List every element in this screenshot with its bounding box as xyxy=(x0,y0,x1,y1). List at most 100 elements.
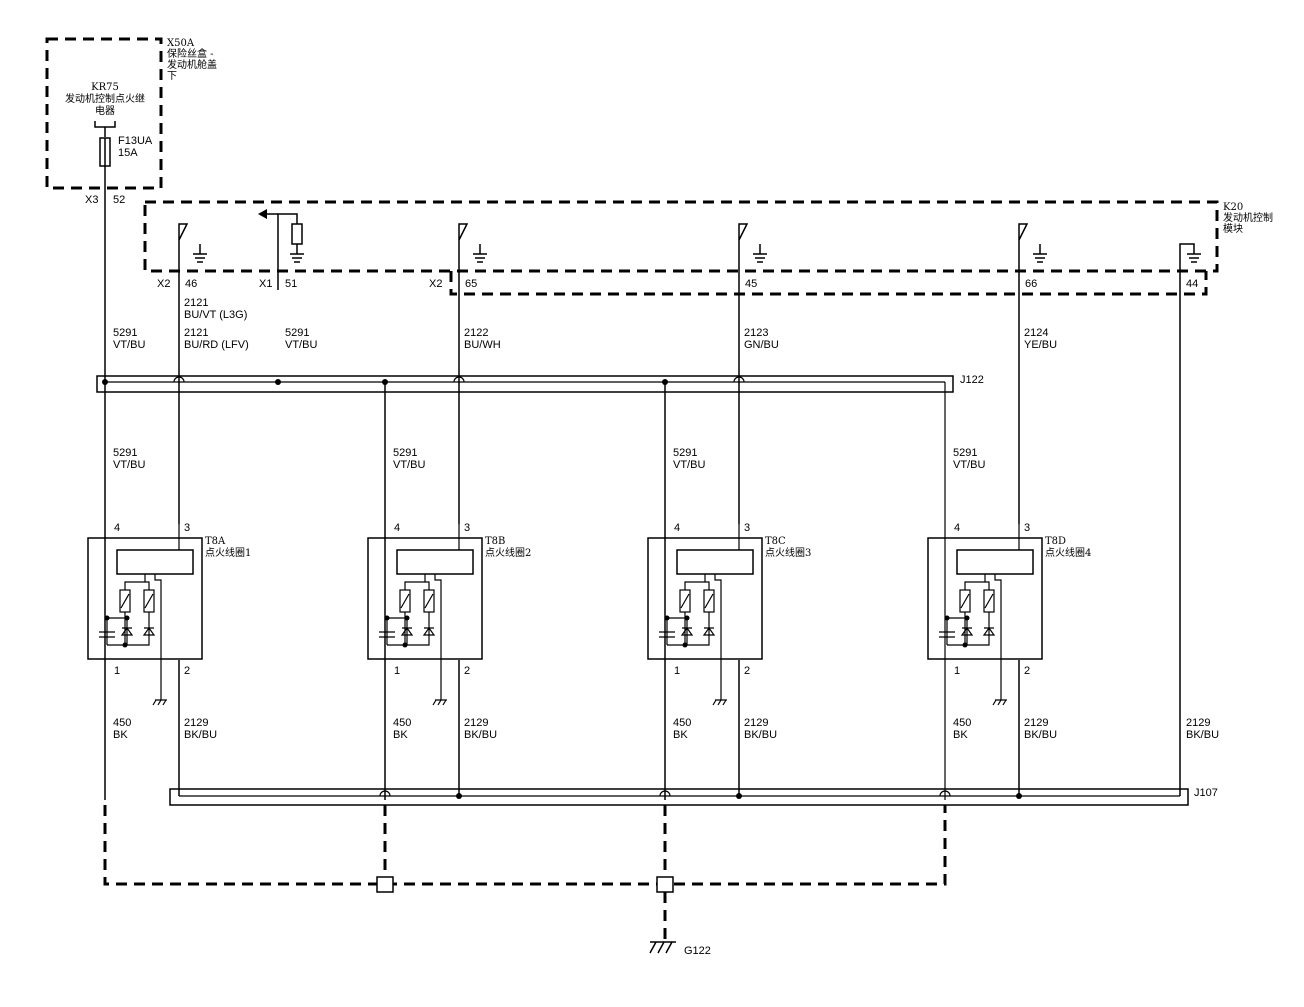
coil-driver-block xyxy=(956,549,1034,575)
ignition-coil-2 xyxy=(367,524,483,706)
ground-splice-box xyxy=(376,876,394,893)
coil-pin-3: 3 xyxy=(1024,522,1030,534)
wire-color-450: BK xyxy=(673,729,688,741)
diode-icon xyxy=(142,626,156,636)
ecm-pin-65: 65 xyxy=(465,278,477,290)
wire-label-450: 450 xyxy=(673,717,691,729)
fuse-ref: F13UA xyxy=(118,135,153,147)
wire-label-2129: 2129 xyxy=(184,717,208,729)
coil-pin-3: 3 xyxy=(464,522,470,534)
coil-name: 点火线圈3 xyxy=(765,546,811,559)
diode-icon xyxy=(400,626,414,636)
wire-label-2124: 2124 xyxy=(1024,327,1048,339)
fuse-rating: 15A xyxy=(118,147,138,159)
coil-winding xyxy=(119,589,131,613)
crossover-hump xyxy=(659,790,671,797)
relay-name-1: 发动机控制点火继 xyxy=(65,92,145,105)
coil-pin-1: 1 xyxy=(394,665,400,677)
coil-pin-2: 2 xyxy=(464,665,470,677)
ecm-x2b-label: X2 xyxy=(429,278,442,290)
crossover-hump xyxy=(939,790,951,797)
coil-driver-block xyxy=(116,549,194,575)
ecm-driver-65 xyxy=(458,223,487,290)
coil-outline xyxy=(647,537,763,660)
coil-pin-4: 4 xyxy=(394,522,400,534)
wire-label-5291: 5291 xyxy=(953,447,977,459)
ecm-pin-44: 44 xyxy=(1186,278,1198,290)
coil-pin-4: 4 xyxy=(674,522,680,534)
diode-icon xyxy=(422,626,436,636)
relay-contact-icon xyxy=(94,121,116,137)
coil-winding xyxy=(983,589,995,613)
ecm-name-2: 模块 xyxy=(1223,223,1243,235)
fuse-box-name-1: 保险丝盒 - xyxy=(167,47,214,60)
ecm-driver-46 xyxy=(178,223,207,290)
ground-splice-box xyxy=(656,876,674,893)
wire-label-2129: 2129 xyxy=(464,717,488,729)
fuse-box-connector: X3 xyxy=(85,194,98,206)
ecm-feed-sense xyxy=(258,209,304,290)
coil-ref: T8A xyxy=(205,536,226,547)
coil-winding xyxy=(679,589,691,613)
wire-color-5291: VT/BU xyxy=(953,459,985,471)
ecm-pin-45: 45 xyxy=(745,278,757,290)
diode-icon xyxy=(120,626,134,636)
ignition-coil-1 xyxy=(87,524,203,706)
wire-color-5291-a: VT/BU xyxy=(113,339,145,351)
ecm-outline xyxy=(143,200,1219,273)
coil-pin-1: 1 xyxy=(954,665,960,677)
diode-icon xyxy=(982,626,996,636)
wire-color-5291: VT/BU xyxy=(113,459,145,471)
wire-label-2121-alt: 2121 xyxy=(184,327,208,339)
coil-ref: T8B xyxy=(485,536,505,547)
coil-driver-block xyxy=(676,549,754,575)
splice-dot xyxy=(275,379,281,385)
splice-dot xyxy=(102,379,108,385)
fuse-box-ref: X50A xyxy=(167,38,195,49)
wire-color-2129: BK/BU xyxy=(184,729,217,741)
wire-label-2122: 2122 xyxy=(464,327,488,339)
coil-outline xyxy=(367,537,483,660)
coil-name: 点火线圈4 xyxy=(1045,546,1091,559)
coil-ref: T8D xyxy=(1045,536,1066,547)
coil-pin-4: 4 xyxy=(954,522,960,534)
wire-label-5291-a: 5291 xyxy=(113,327,137,339)
wire-color-2121: BU/VT (L3G) xyxy=(184,309,247,321)
ecm-x1-label: X1 xyxy=(259,278,272,290)
crossover-hump xyxy=(453,376,465,383)
wire-label-2129-ref: 2129 xyxy=(1186,717,1210,729)
coil-outline xyxy=(927,537,1043,660)
fuse-box-name-2: 发动机舱盖 xyxy=(167,58,217,71)
ground-bus xyxy=(103,805,947,886)
ground-ref: G122 xyxy=(684,945,711,957)
splice-j107-outline xyxy=(169,788,1189,806)
wire-color-2129: BK/BU xyxy=(464,729,497,741)
wire-color-2122: BU/WH xyxy=(464,339,501,351)
chassis-ground-icon xyxy=(649,941,676,954)
wire-label-2121: 2121 xyxy=(184,297,208,309)
ecm-ground-ref-44 xyxy=(1179,243,1201,296)
coil-pin-1: 1 xyxy=(114,665,120,677)
fuse-box-name-3: 下 xyxy=(167,71,177,82)
spark-plug-ground-icon xyxy=(432,699,447,706)
wire-color-5291: VT/BU xyxy=(393,459,425,471)
coil-winding xyxy=(959,589,971,613)
wire-color-2129: BK/BU xyxy=(744,729,777,741)
splice-j122-outline xyxy=(96,375,954,393)
wire-color-5291: VT/BU xyxy=(673,459,705,471)
wire-label-5291-b: 5291 xyxy=(285,327,309,339)
spark-plug-ground-icon xyxy=(152,699,167,706)
ecm-x2-label: X2 xyxy=(157,278,170,290)
coil-pin-2: 2 xyxy=(184,665,190,677)
wire-color-5291-b: VT/BU xyxy=(285,339,317,351)
coil-pin-4: 4 xyxy=(114,522,120,534)
coil-name: 点火线圈1 xyxy=(205,546,251,559)
wire-label-5291: 5291 xyxy=(393,447,417,459)
wire-color-2129-ref: BK/BU xyxy=(1186,729,1219,741)
wire-label-2129: 2129 xyxy=(744,717,768,729)
ignition-coil-4 xyxy=(927,524,1043,706)
coil-winding xyxy=(143,589,155,613)
wire-label-5291: 5291 xyxy=(673,447,697,459)
crossover-hump xyxy=(173,376,185,383)
